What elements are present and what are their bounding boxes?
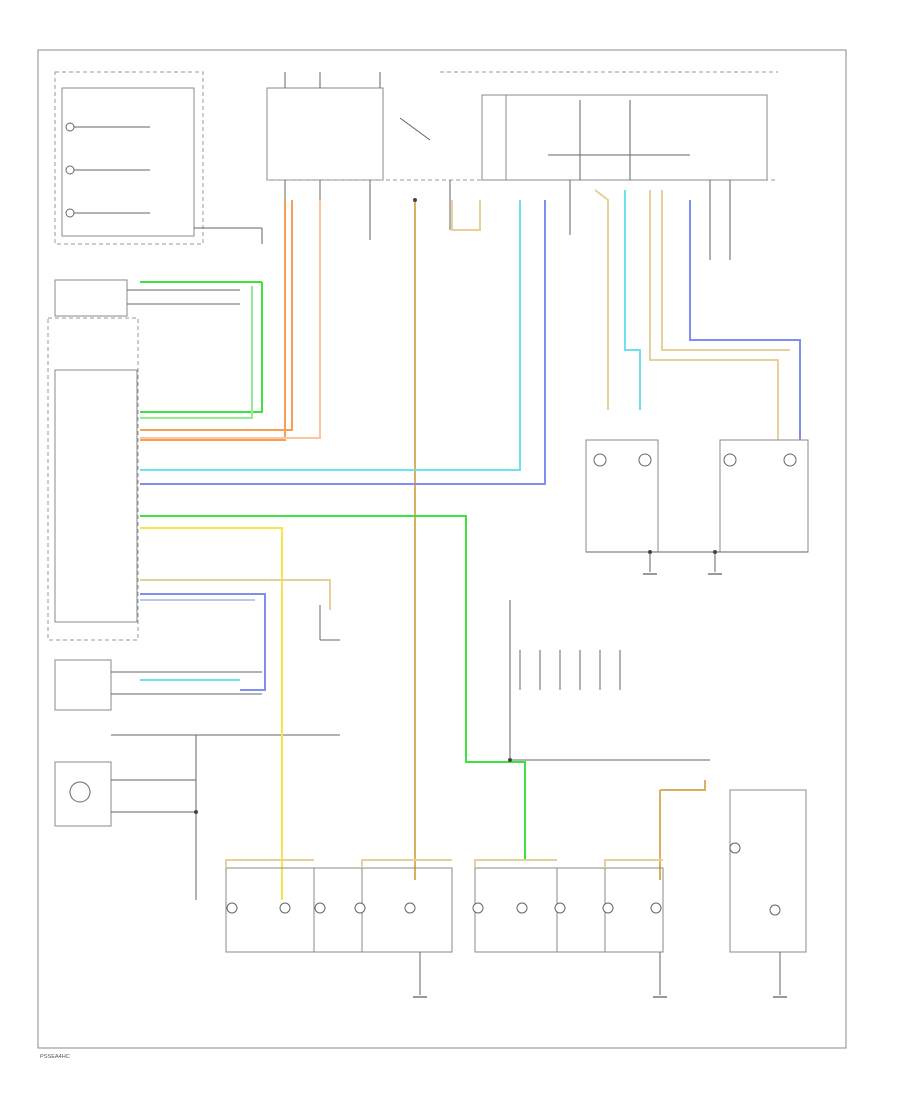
flasher-module [54, 734, 340, 900]
turn-signal-switch [54, 659, 262, 711]
center-relay [319, 600, 710, 761]
underhood-junction-block [481, 94, 768, 181]
body-control-module [47, 317, 139, 641]
rear-lamp-modules [225, 789, 807, 998]
connector-pins-row [284, 180, 731, 260]
diagram-frame [37, 49, 847, 1049]
wires [140, 189, 801, 900]
footer-code: PSSEA4HC [40, 1054, 70, 1060]
fuse-block [266, 71, 778, 181]
hazard-switch [54, 279, 240, 317]
instrument-panel-cluster [54, 71, 263, 245]
junction-dots [194, 198, 717, 814]
front-lamps-cluster [585, 439, 809, 575]
